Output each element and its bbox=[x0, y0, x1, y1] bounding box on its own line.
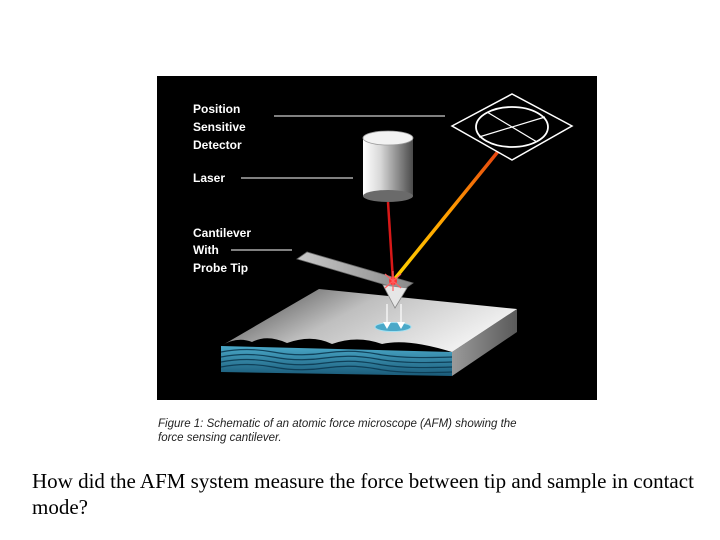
laser-incident-beam bbox=[386, 201, 395, 282]
laser-source-cylinder bbox=[362, 130, 414, 202]
figure-caption-line-2: force sensing cantilever. bbox=[158, 432, 282, 444]
laser-reflection-spot bbox=[384, 271, 402, 291]
sample-right-face bbox=[452, 309, 517, 376]
label-detector-line-2: Sensitive bbox=[193, 120, 246, 134]
position-sensitive-detector bbox=[450, 93, 574, 161]
label-detector-line-3: Detector bbox=[193, 138, 242, 152]
label-cantilever: Cantilever With Probe Tip bbox=[193, 226, 251, 275]
figure-caption: Figure 1: Schematic of an atomic force m… bbox=[158, 417, 598, 445]
sample-block bbox=[220, 289, 517, 376]
sample-top-surface bbox=[221, 289, 517, 352]
cantilever-beam bbox=[296, 251, 414, 291]
label-detector: Position Sensitive Detector bbox=[193, 102, 246, 152]
label-detector-line-1: Position bbox=[193, 102, 240, 116]
probe-tip bbox=[382, 284, 408, 309]
question-text: How did the AFM system measure the force… bbox=[32, 469, 694, 519]
afm-schematic-figure: Position Sensitive Detector Laser Cantil… bbox=[157, 76, 597, 400]
sample-front-face bbox=[221, 346, 452, 376]
label-cantilever-line-2: With bbox=[193, 243, 219, 257]
figure-caption-line-1: Figure 1: Schematic of an atomic force m… bbox=[158, 418, 517, 430]
label-cantilever-line-3: Probe Tip bbox=[193, 261, 248, 275]
label-cantilever-line-1: Cantilever bbox=[193, 226, 251, 240]
tip-contact-spot bbox=[374, 322, 412, 332]
afm-diagram-svg: Position Sensitive Detector Laser Cantil… bbox=[193, 93, 574, 376]
label-laser: Laser bbox=[193, 171, 225, 185]
sample-strata bbox=[220, 348, 453, 374]
